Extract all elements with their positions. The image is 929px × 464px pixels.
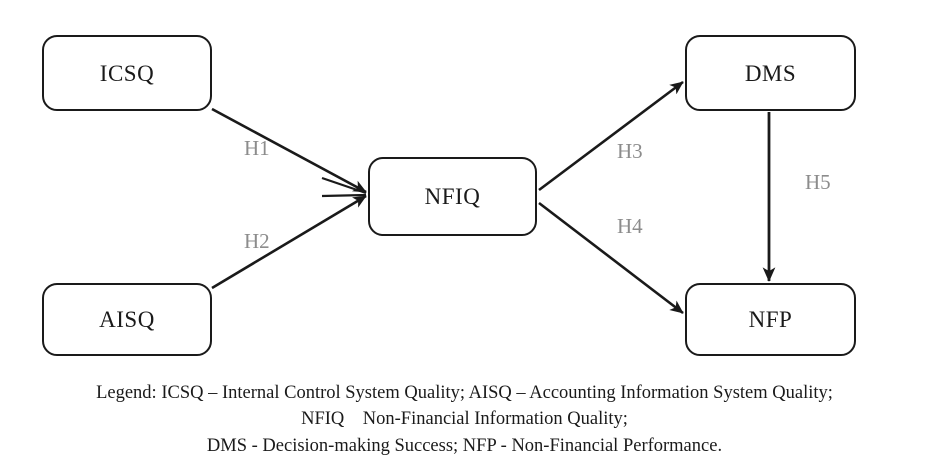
- legend: Legend: ICSQ – Internal Control System Q…: [0, 380, 929, 459]
- node-dms[interactable]: DMS: [685, 35, 856, 111]
- edge-h2-arrow: [211, 194, 367, 290]
- node-dms-label: DMS: [744, 60, 797, 86]
- legend-line-2: NFIQ Non-Financial Information Quality;: [301, 409, 628, 430]
- edge-h4-arrow: [538, 201, 684, 315]
- edge-h2-fan-stroke: [321, 193, 367, 198]
- legend-line-1: Legend: ICSQ – Internal Control System Q…: [96, 383, 833, 403]
- node-aisq-label: AISQ: [99, 307, 155, 332]
- edge-h1-arrow: [211, 107, 367, 194]
- node-nfiq[interactable]: NFIQ: [368, 157, 537, 236]
- edge-label-h5: H5: [805, 170, 831, 194]
- node-aisq[interactable]: AISQ: [42, 283, 212, 356]
- edge-h3-arrow: [538, 80, 684, 192]
- node-icsq[interactable]: ICSQ: [42, 35, 212, 111]
- edge-label-h2: H2: [244, 229, 270, 253]
- edge-label-h1: H1: [244, 136, 270, 160]
- edge-h1-fan-stroke: [321, 176, 367, 195]
- edge-label-h3: H3: [617, 139, 643, 163]
- edge-label-h4: H4: [617, 214, 643, 238]
- node-icsq-label: ICSQ: [99, 60, 155, 86]
- node-nfiq-label: NFIQ: [424, 184, 481, 209]
- node-nfp-label: NFP: [748, 307, 793, 332]
- node-nfp[interactable]: NFP: [685, 283, 856, 356]
- legend-line-3: DMS - Decision-making Success; NFP - Non…: [206, 435, 723, 456]
